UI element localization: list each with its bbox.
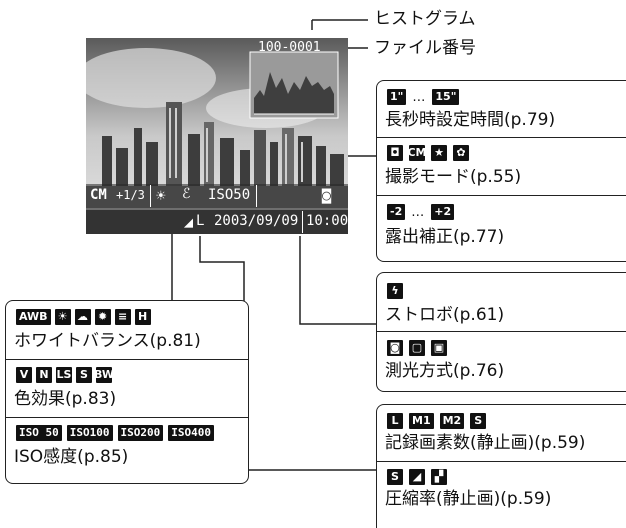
exposure-icons: -2 … +2 bbox=[387, 204, 455, 220]
exposure-label: 露出補正(p.77) bbox=[385, 227, 505, 247]
box-divider bbox=[377, 331, 626, 332]
file-number-callout: ファイル番号 bbox=[374, 38, 476, 58]
shooting-mode-label: 撮影モード(p.55) bbox=[385, 167, 522, 187]
status-row: CM +1/3 ☀ ℰ ISO50 ◙ bbox=[86, 184, 348, 208]
neutral-icon: N bbox=[36, 367, 52, 383]
shutter-icons: 1" … 15" bbox=[387, 89, 460, 105]
shutter-15s-icon: 15" bbox=[432, 89, 460, 105]
info-bar: ◢ L 2003/09/09 10:00 bbox=[86, 210, 348, 234]
sun-icon: ☀ bbox=[156, 186, 166, 205]
metering-screen-icon: ◙ bbox=[322, 186, 332, 204]
fine-icon: ◢ bbox=[409, 469, 425, 485]
range-dots: … bbox=[411, 204, 426, 220]
fluorescent-icon: ≡ bbox=[114, 309, 131, 325]
compression-label: 圧縮率(静止画)(p.59) bbox=[385, 489, 552, 509]
flash-icons: ϟ bbox=[387, 283, 403, 299]
box-divider bbox=[6, 359, 248, 360]
medium1-icon: M1 bbox=[409, 413, 434, 429]
screen-file-number: 100-0001 bbox=[258, 40, 321, 55]
iso100-icon: ISO100 bbox=[66, 425, 113, 441]
shutter-mode-exposure-box: 1" … 15" 長秒時設定時間(p.79) ◘ CM ★ ✿ 撮影モード(p.… bbox=[376, 80, 626, 262]
bw-icon: BW bbox=[94, 367, 114, 383]
fluorescent-h-icon: H bbox=[134, 309, 151, 325]
shutter-label: 長秒時設定時間(p.79) bbox=[385, 110, 556, 130]
box-divider bbox=[377, 195, 626, 196]
recording-pixel-icons: L M1 M2 S bbox=[387, 413, 487, 429]
iso400-icon: ISO400 bbox=[168, 425, 214, 441]
status-divider bbox=[150, 185, 151, 207]
daylight-icon: ☀ bbox=[54, 309, 71, 325]
white-balance-color-iso-box: AWB ☀ ☁ ✹ ≡ H ホワイトバランス(p.81) V N LS S BW… bbox=[5, 300, 249, 484]
flash-label: ストロボ(p.61) bbox=[385, 305, 505, 325]
screen-resolution: L bbox=[196, 213, 205, 229]
white-balance-label: ホワイトバランス(p.81) bbox=[14, 331, 201, 351]
box-divider bbox=[6, 417, 248, 418]
status-divider bbox=[256, 185, 257, 207]
metering-label: 測光方式(p.76) bbox=[385, 361, 505, 381]
screen-time: 10:00 bbox=[306, 213, 348, 229]
range-dots: … bbox=[412, 89, 427, 105]
camera-icon: ◘ bbox=[387, 145, 403, 161]
shooting-mode-icons: ◘ CM ★ ✿ bbox=[387, 145, 469, 161]
low-sharpen-icon: LS bbox=[56, 367, 72, 383]
exposure-plus2-icon: +2 bbox=[431, 204, 455, 220]
white-balance-icons: AWB ☀ ☁ ✹ ≡ H bbox=[16, 309, 151, 325]
screen-date: 2003/09/09 bbox=[214, 213, 299, 229]
macro-icon: ✿ bbox=[453, 145, 469, 161]
iso200-icon: ISO200 bbox=[117, 425, 164, 441]
recording-pixels-label: 記録画素数(静止画)(p.59) bbox=[385, 433, 586, 453]
cm-icon: CM bbox=[407, 145, 427, 161]
medium2-icon: M2 bbox=[439, 413, 465, 429]
spot-icon: ▣ bbox=[431, 340, 447, 356]
cloudy-icon: ☁ bbox=[74, 309, 91, 325]
small-icon: S bbox=[470, 413, 487, 429]
color-effect-icon: ℰ bbox=[182, 186, 191, 202]
color-effect-label: 色効果(p.83) bbox=[14, 389, 117, 409]
flash-metering-box: ϟ ストロボ(p.61) ◙ ▢ ▣ 測光方式(p.76) bbox=[376, 272, 626, 392]
sepia-icon: S bbox=[76, 367, 92, 383]
compression-screen-icon: ◢ bbox=[184, 213, 194, 231]
shutter-1s-icon: 1" bbox=[387, 89, 407, 105]
box-divider bbox=[377, 461, 626, 462]
flash-icon: ϟ bbox=[387, 283, 403, 299]
night-icon: ★ bbox=[431, 145, 447, 161]
histogram-callout: ヒストグラム bbox=[374, 9, 476, 29]
camera-lcd: 100-0001 CM +1/3 ☀ ℰ ISO50 ◙ ◢ L 2003/09… bbox=[86, 38, 348, 234]
vivid-icon: V bbox=[16, 367, 32, 383]
recording-compression-box: L M1 M2 S 記録画素数(静止画)(p.59) S ◢ ▞ 圧縮率(静止画… bbox=[376, 404, 626, 528]
normal-icon: ▞ bbox=[431, 469, 447, 485]
superfine-icon: S bbox=[387, 469, 403, 485]
screen-iso: ISO50 bbox=[208, 187, 251, 203]
center-weighted-icon: ▢ bbox=[409, 340, 425, 356]
tungsten-icon: ✹ bbox=[94, 309, 111, 325]
info-divider bbox=[302, 211, 303, 233]
awb-icon: AWB bbox=[16, 309, 51, 325]
exposure-minus2-icon: -2 bbox=[387, 204, 406, 220]
metering-icons: ◙ ▢ ▣ bbox=[387, 340, 447, 356]
compression-icons: S ◢ ▞ bbox=[387, 469, 447, 485]
screen-exposure: +1/3 bbox=[116, 188, 145, 202]
large-icon: L bbox=[387, 413, 403, 429]
iso-icons: ISO 50 ISO100 ISO200 ISO400 bbox=[16, 425, 214, 441]
screen-mode: CM bbox=[90, 187, 107, 203]
iso50-icon: ISO 50 bbox=[16, 425, 62, 441]
evaluative-icon: ◙ bbox=[387, 340, 403, 356]
color-effect-icons: V N LS S BW bbox=[16, 367, 114, 383]
iso-label: ISO感度(p.85) bbox=[14, 447, 129, 467]
box-divider bbox=[377, 137, 626, 138]
